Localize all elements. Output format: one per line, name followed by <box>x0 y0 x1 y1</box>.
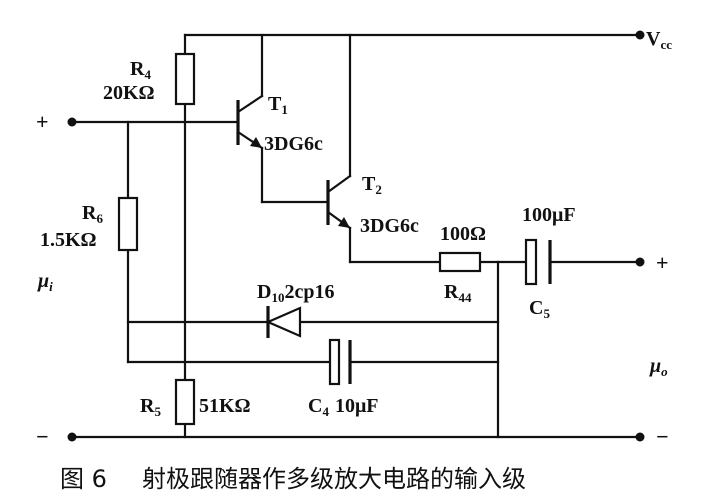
r6-value-label: 1.5KΩ <box>40 229 97 251</box>
diode-d10 <box>265 306 302 338</box>
figure-number: 图 6 <box>60 465 107 493</box>
output-plus-label: + <box>656 250 669 275</box>
t2-model-label: 3DG6c <box>360 215 419 237</box>
c5-name-label: C5 <box>529 297 550 321</box>
transistor-t2 <box>326 174 352 230</box>
t1-name-label: T1 <box>268 93 288 117</box>
transistor-t1 <box>236 94 264 150</box>
output-minus-terminal <box>635 432 645 442</box>
r44-value-label: 100Ω <box>440 223 486 245</box>
input-minus-label: − <box>36 424 49 449</box>
r6-name-label: R6 <box>82 202 103 226</box>
output-minus-label: − <box>656 424 669 449</box>
vcc-label: Vcc <box>646 28 672 52</box>
wires <box>70 33 642 439</box>
output-plus-terminal <box>635 257 645 267</box>
r4-name-label: R4 <box>130 58 151 82</box>
t2-name-label: T2 <box>362 173 382 197</box>
resistor-r44 <box>438 251 482 273</box>
terminals <box>67 30 645 442</box>
resistor-r4 <box>174 52 196 106</box>
vcc-terminal <box>635 30 645 40</box>
diode-label: D102cp16 <box>257 281 334 305</box>
mu-o-label: μo <box>649 355 668 379</box>
r44-name-label: R44 <box>444 281 472 305</box>
resistor-r6 <box>117 196 139 252</box>
r5-value-label: 51KΩ <box>199 395 251 417</box>
input-plus-label: + <box>36 109 49 134</box>
input-minus-terminal <box>67 432 77 442</box>
t1-model-label: 3DG6c <box>264 133 323 155</box>
resistor-r5 <box>174 378 196 426</box>
mu-i-label: μi <box>37 270 53 294</box>
r5-name-label: R5 <box>140 395 161 419</box>
c5-value-label: 100μF <box>522 204 576 226</box>
figure-caption: 射极跟随器作多级放大电路的输入级 <box>142 465 526 493</box>
input-plus-terminal <box>67 117 77 127</box>
capacitor-c4 <box>328 338 352 386</box>
capacitor-c5 <box>524 238 552 286</box>
r4-value-label: 20KΩ <box>103 82 155 104</box>
